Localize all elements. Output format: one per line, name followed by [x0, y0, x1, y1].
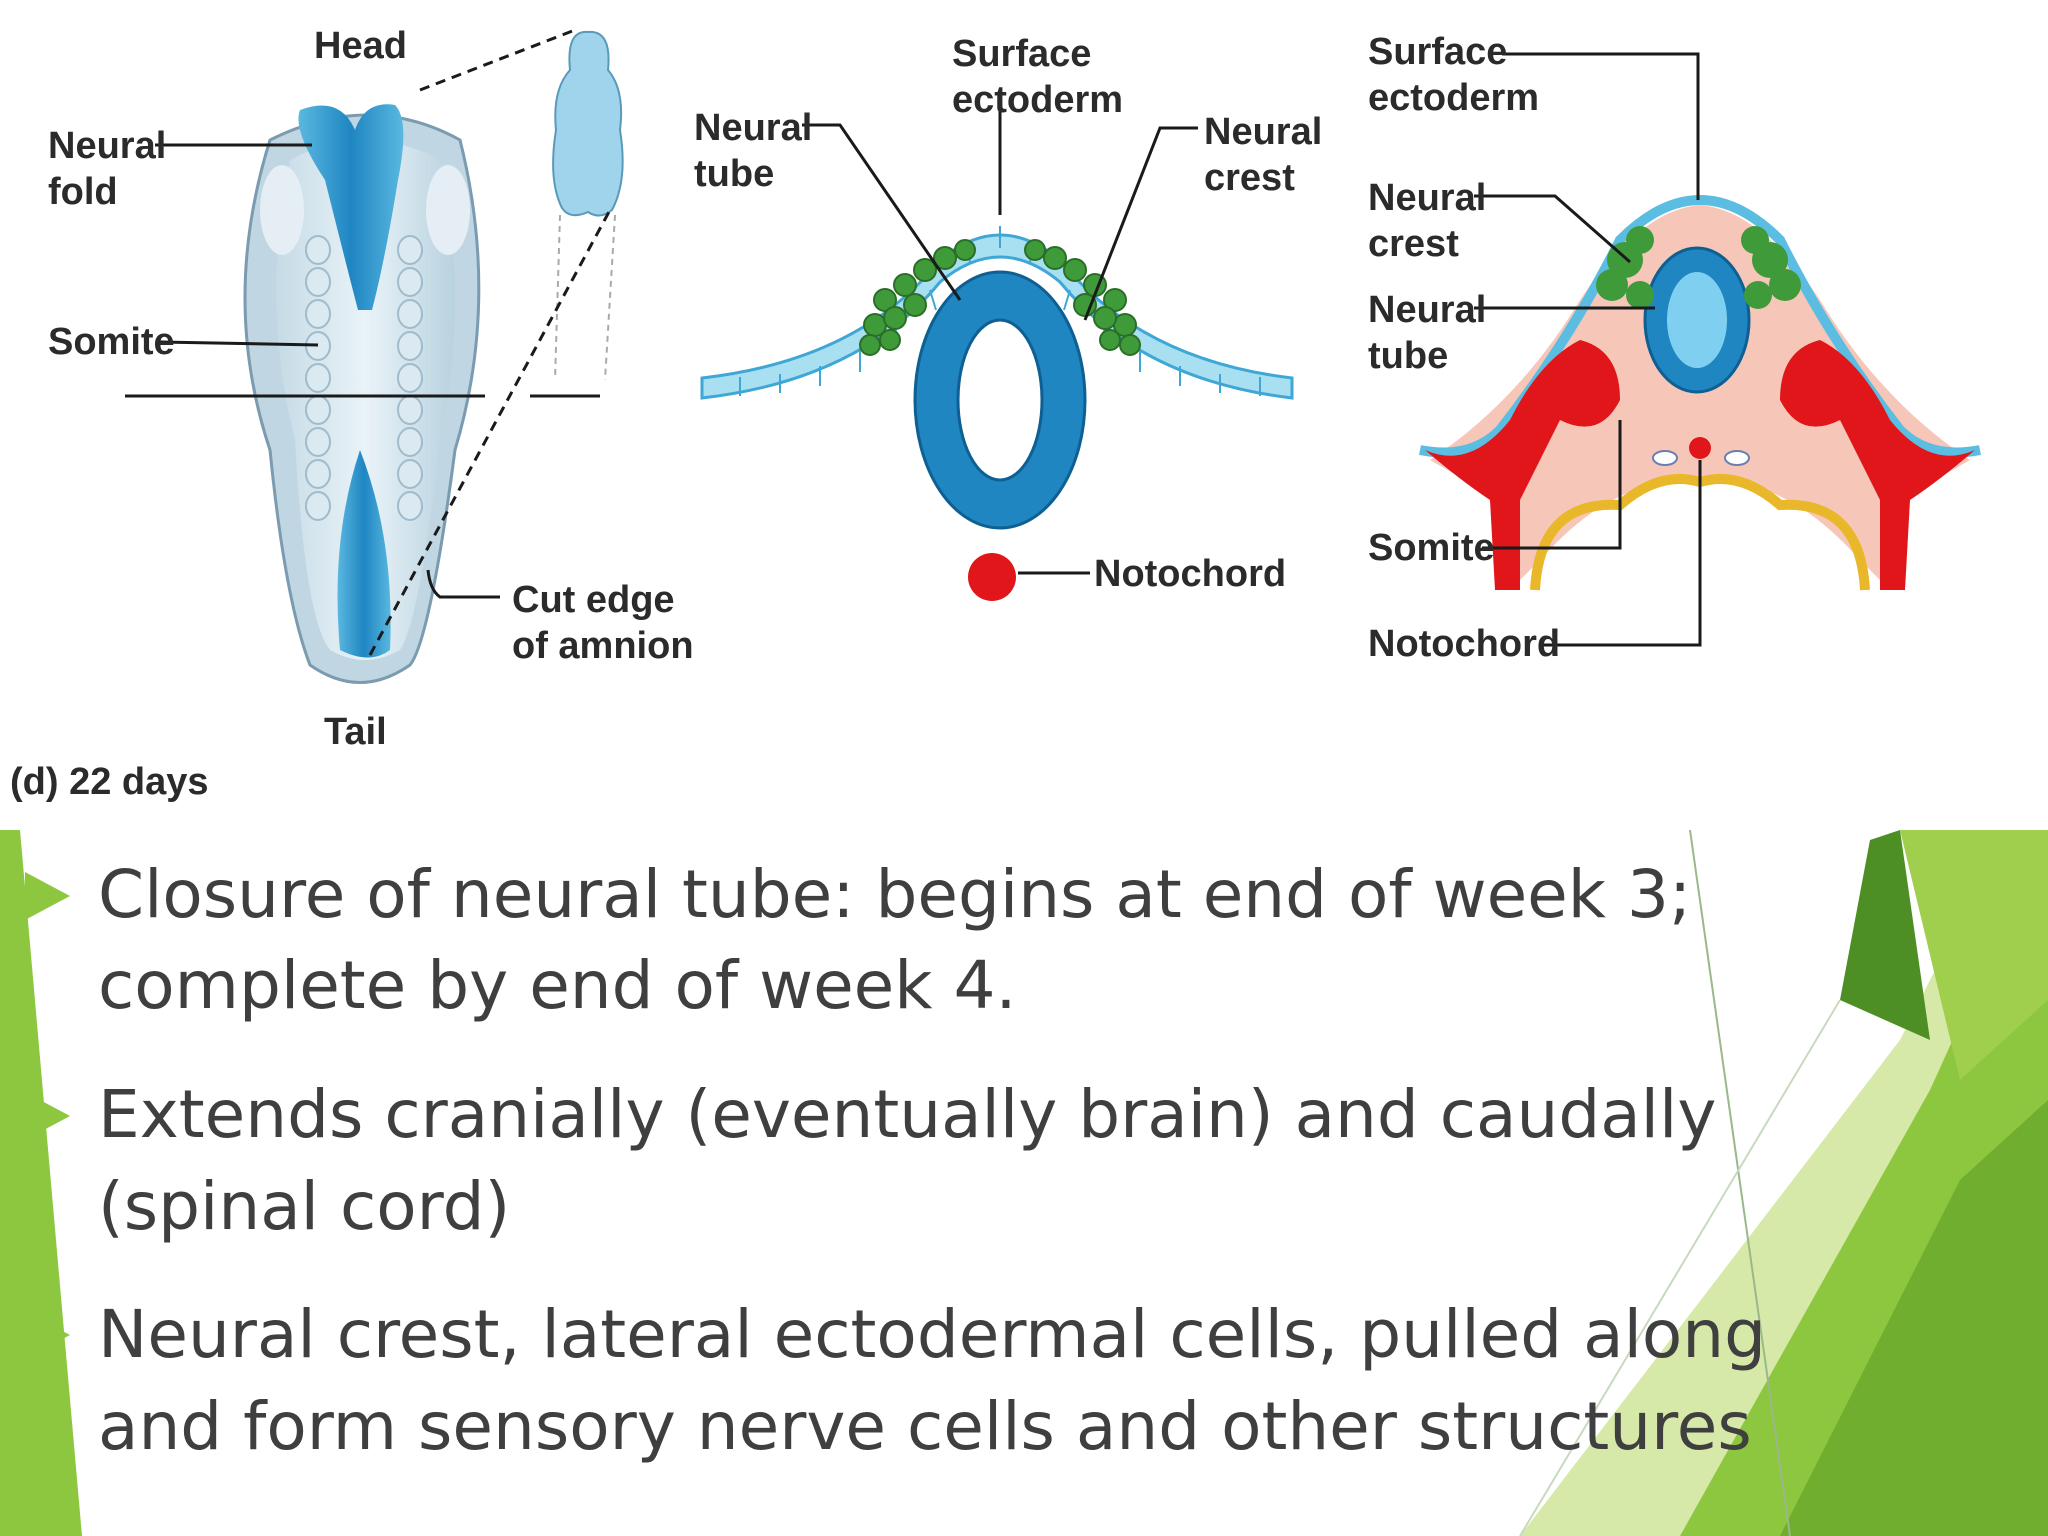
caudal-groove: [337, 450, 391, 658]
somite-blocks: [305, 235, 423, 521]
label-cut-edge-1: Cut edge: [512, 579, 675, 621]
notochord: [968, 553, 1016, 601]
panel-cross-section-early: Neural tube Surface ectoderm Neural cres…: [694, 33, 1322, 601]
leader-notochord-late: [1540, 460, 1702, 647]
label-surface-ectoderm-late-2: ectoderm: [1368, 77, 1539, 119]
leader-somite: [159, 340, 319, 347]
label-stage: (d) 22 days: [10, 761, 209, 803]
label-cut-edge-2: of amnion: [512, 625, 694, 667]
somite-late: [1425, 340, 1975, 590]
head-bulge-right: [426, 165, 470, 255]
mini-embryo-outline: [554, 214, 616, 381]
decor-thin-line-2: [1519, 999, 1841, 1536]
label-neural-fold-1: Neural: [48, 125, 166, 167]
label-surface-ectoderm-mid-2: ectoderm: [952, 79, 1123, 121]
leader-surface-ectoderm-late: [1502, 52, 1700, 200]
label-surface-ectoderm-late-1: Surface: [1368, 31, 1507, 73]
bullet-arrow-icon: [25, 1311, 70, 1359]
notochord-late: [1689, 437, 1711, 459]
label-neural-fold-2: fold: [48, 171, 118, 213]
label-surface-ectoderm-mid-1: Surface: [952, 33, 1091, 75]
bullet-1-line-2: complete by end of week 4.: [98, 947, 1016, 1024]
theme-decoration: [0, 829, 2048, 1536]
bullet-3-line-2: and form sensory nerve cells and other s…: [98, 1388, 1752, 1465]
aorta-left: [1652, 450, 1678, 466]
label-neural-crest-late-1: Neural: [1368, 177, 1486, 219]
label-somite-late: Somite: [1368, 527, 1495, 569]
leader-neural-tube-mid: [802, 123, 962, 301]
label-neural-tube-mid-1: Neural: [694, 107, 812, 149]
label-neural-tube-late-1: Neural: [1368, 289, 1486, 331]
label-neural-tube-late-2: tube: [1368, 335, 1448, 377]
decor-thin-line-1: [1689, 829, 1791, 1536]
bullet-item-2: Extends cranially (eventually brain) and…: [25, 1076, 1716, 1245]
bullet-3-line-1: Neural crest, lateral ectodermal cells, …: [98, 1296, 1766, 1373]
right-top-green-band: [1900, 830, 2048, 1080]
panel-embryo-dorsal: Head Neural fold Somite Cut edge of amni…: [10, 25, 694, 803]
mesoderm-fill: [1430, 205, 1970, 590]
leader-cut-edge: [426, 569, 500, 599]
panel-cross-section-late: Surface ectoderm Neural crest Neural tub…: [1368, 31, 1981, 665]
bullet-item-1: Closure of neural tube: begins at end of…: [25, 856, 1691, 1024]
label-neural-crest-late-2: crest: [1368, 223, 1459, 265]
surface-ectoderm-late: [1419, 194, 1981, 458]
label-head: Head: [314, 25, 407, 67]
zoom-dashed-line-top: [419, 28, 576, 92]
head-bulge-left: [260, 165, 304, 255]
right-dark-green-band: [1840, 830, 1930, 1040]
leader-neural-crest-late: [1474, 194, 1631, 264]
bullet-2-line-1: Extends cranially (eventually brain) and…: [98, 1076, 1716, 1153]
label-notochord-mid: Notochord: [1094, 553, 1286, 595]
leader-neural-crest-mid: [1083, 126, 1198, 321]
right-mid-green-band: [1780, 1100, 2048, 1536]
bullet-arrow-icon: [25, 1092, 70, 1140]
bullet-item-3: Neural crest, lateral ectodermal cells, …: [25, 1296, 1766, 1465]
label-neural-tube-mid-2: tube: [694, 153, 774, 195]
bullet-1-line-1: Closure of neural tube: begins at end of…: [98, 856, 1691, 933]
bullet-2-line-2: (spinal cord): [98, 1168, 510, 1245]
left-green-strip: [0, 830, 82, 1536]
bullet-list: Closure of neural tube: begins at end of…: [25, 856, 1766, 1465]
neural-fold: [298, 104, 404, 311]
mini-embryo-figure: [552, 30, 624, 217]
bullet-arrow-icon: [25, 872, 70, 920]
label-neural-crest-mid-2: crest: [1204, 157, 1295, 199]
aorta-right: [1724, 450, 1750, 466]
label-notochord-late: Notochord: [1368, 623, 1560, 665]
label-somite: Somite: [48, 321, 175, 363]
neural-crest-cells-left: [859, 239, 976, 356]
label-neural-crest-mid-1: Neural: [1204, 111, 1322, 153]
neural-tube-late-lumen: [1667, 272, 1727, 368]
leader-somite-late: [1482, 420, 1622, 550]
neural-tube-lumen: [956, 318, 1044, 482]
label-tail: Tail: [324, 711, 387, 753]
neural-crest-cells-right: [1024, 239, 1141, 356]
